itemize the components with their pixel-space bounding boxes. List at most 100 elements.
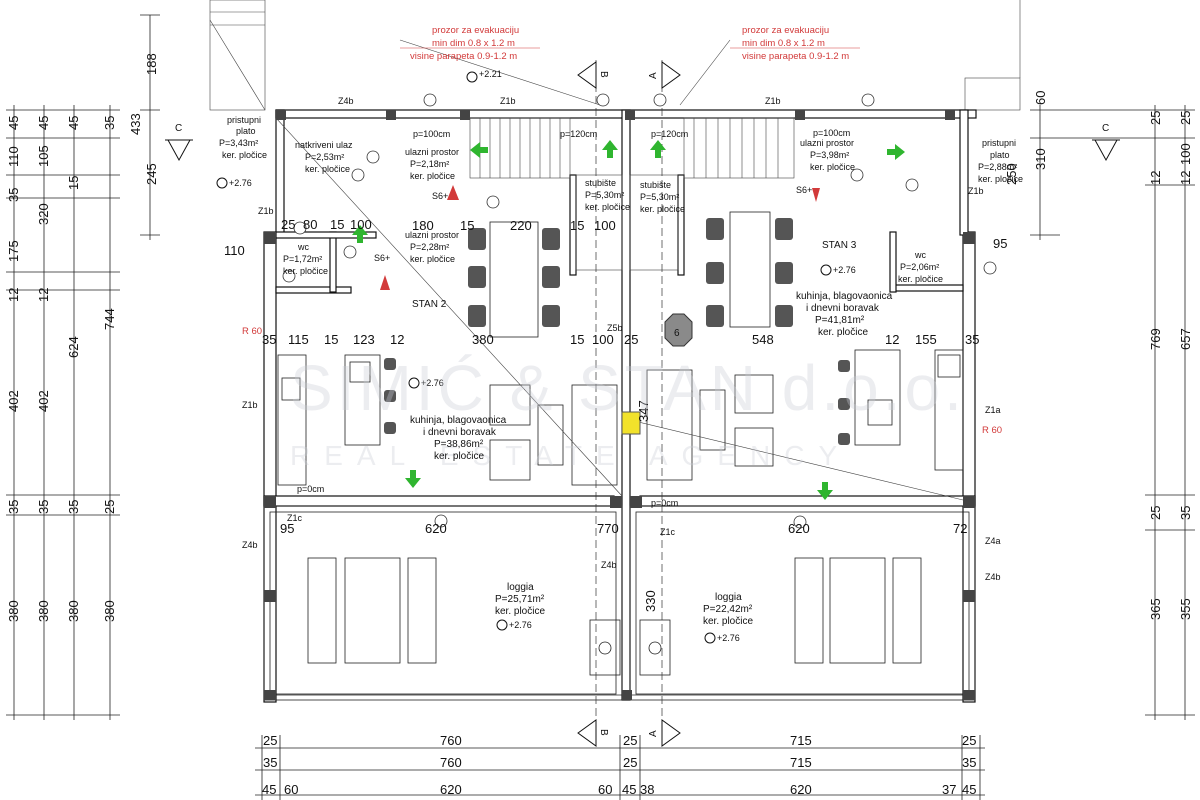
- dim-label: 365: [1148, 598, 1163, 620]
- dim-label: 35: [66, 500, 81, 514]
- svg-text:plato: plato: [990, 150, 1010, 160]
- svg-text:p=120cm: p=120cm: [560, 129, 597, 139]
- dim-label: 38: [640, 782, 654, 797]
- svg-text:548: 548: [752, 332, 774, 347]
- entry-stairs-left: [209, 0, 266, 111]
- room-wc-right: wc P=2,06m² ker. pločice: [898, 250, 943, 284]
- svg-text:25: 25: [624, 332, 638, 347]
- dim-label: 620: [790, 782, 812, 797]
- smoke-markers: [380, 185, 820, 290]
- svg-text:P=1,72m²: P=1,72m²: [283, 254, 322, 264]
- dim-label: 35: [962, 755, 976, 770]
- svg-text:380: 380: [472, 332, 494, 347]
- hex-marker: 6: [664, 313, 693, 347]
- dim-label: 105: [36, 145, 51, 167]
- dim-label: 355: [1178, 598, 1193, 620]
- svg-text:loggia: loggia: [715, 592, 742, 603]
- svg-text:+2.76: +2.76: [833, 265, 856, 275]
- svg-text:Z1b: Z1b: [258, 206, 274, 216]
- svg-text:B: B: [598, 729, 609, 736]
- svg-text:S6+: S6+: [796, 185, 812, 195]
- left-dimension-labels: 45 110 35 175 12 402 35 380 45 105 320 1…: [6, 53, 159, 622]
- svg-text:155: 155: [915, 332, 937, 347]
- room-labels: pristupni plato P=3,43m² ker. pločice na…: [219, 115, 1023, 627]
- room-kuhinja-right: kuhinja, blagovaonica i dnevni boravak P…: [796, 291, 893, 338]
- kitchen-left: [277, 354, 381, 486]
- dim-label: 35: [102, 116, 117, 130]
- svg-text:Z4b: Z4b: [338, 96, 354, 106]
- dim-label: 25: [102, 500, 117, 514]
- kitchen-right: [854, 349, 964, 471]
- dim-label: 35: [36, 500, 51, 514]
- dim-label: 45: [6, 116, 21, 130]
- evac-line-2: min dim 0.8 x 1.2 m: [432, 38, 515, 49]
- svg-text:C: C: [1102, 123, 1109, 134]
- dim-label: 320: [36, 203, 51, 225]
- diagonal-lines: [275, 39, 964, 501]
- dim-label: 245: [144, 163, 159, 185]
- left-dimension-lines: [6, 14, 160, 720]
- svg-text:115: 115: [288, 332, 309, 347]
- dim-label: 45: [962, 782, 976, 797]
- dim-label: 45: [262, 782, 276, 797]
- svg-text:loggia: loggia: [507, 582, 534, 593]
- svg-text:P=2,28m²: P=2,28m²: [410, 242, 449, 252]
- svg-text:stubište: stubište: [585, 178, 616, 188]
- svg-text:SIMIĆ & STAN d.o.o.: SIMIĆ & STAN d.o.o.: [290, 352, 966, 424]
- evac-line-2: min dim 0.8 x 1.2 m: [742, 38, 825, 49]
- dim-label: 175: [6, 240, 21, 262]
- svg-text:330: 330: [643, 590, 658, 612]
- svg-text:Z4a: Z4a: [985, 536, 1001, 546]
- living-left: [489, 384, 618, 486]
- svg-text:Z1b: Z1b: [500, 96, 516, 106]
- dim-label: 250: [1004, 163, 1019, 185]
- right-dimension-lines: [1030, 105, 1195, 720]
- dining-right: [706, 211, 793, 328]
- svg-text:kuhinja, blagovaonica: kuhinja, blagovaonica: [796, 291, 893, 302]
- evac-line-3: visine parapeta 0.9-1.2 m: [410, 51, 517, 62]
- section-markers: B A B A C C: [165, 61, 1120, 747]
- svg-text:12: 12: [885, 332, 899, 347]
- dim-label: 35: [263, 755, 277, 770]
- dim-label: 760: [440, 733, 462, 748]
- svg-text:kuhinja, blagovaonica: kuhinja, blagovaonica: [410, 415, 507, 426]
- dim-label: 769: [1148, 328, 1163, 350]
- svg-text:Z1c: Z1c: [660, 527, 676, 537]
- evac-note-left: prozor za evakuaciju min dim 0.8 x 1.2 m…: [400, 25, 540, 62]
- svg-text:R 60: R 60: [982, 425, 1002, 436]
- ceiling-lights: [282, 93, 997, 529]
- svg-text:100: 100: [594, 218, 616, 233]
- svg-text:620: 620: [425, 521, 447, 536]
- svg-text:110: 110: [224, 243, 245, 258]
- svg-text:15: 15: [324, 332, 338, 347]
- dim-label: 12: [6, 288, 21, 302]
- yellow-marker: [621, 411, 641, 435]
- svg-text:15: 15: [460, 218, 474, 233]
- right-dimension-labels: 60 250 310 25 25 12 100 12 769 657 25 35…: [1004, 91, 1193, 620]
- dim-label: 620: [440, 782, 462, 797]
- svg-text:Z1b: Z1b: [765, 96, 781, 106]
- dim-label: 380: [6, 600, 21, 622]
- loungers: [307, 557, 922, 664]
- svg-text:72: 72: [953, 521, 967, 536]
- dim-label: 25: [263, 733, 277, 748]
- dim-label: 60: [1033, 91, 1048, 105]
- svg-text:ker. pločice: ker. pločice: [495, 606, 545, 617]
- svg-text:P=25,71m²: P=25,71m²: [495, 594, 545, 605]
- arrow-icon: [650, 140, 666, 158]
- svg-text:220: 220: [510, 218, 532, 233]
- svg-text:+2.21: +2.21: [479, 69, 502, 79]
- svg-text:ker. pločice: ker. pločice: [410, 171, 455, 181]
- svg-text:ulazni prostor: ulazni prostor: [405, 147, 459, 157]
- dim-label: 37: [942, 782, 956, 797]
- svg-text:ker. pločice: ker. pločice: [434, 451, 484, 462]
- dim-label: 402: [6, 390, 21, 412]
- svg-text:pristupni: pristupni: [982, 138, 1016, 148]
- svg-text:ker. pločice: ker. pločice: [810, 162, 855, 172]
- dim-label: 110: [6, 146, 21, 167]
- dim-label: 380: [36, 600, 51, 622]
- dining-left: [468, 221, 560, 338]
- dim-label: 45: [622, 782, 636, 797]
- svg-text:i dnevni boravak: i dnevni boravak: [806, 303, 880, 314]
